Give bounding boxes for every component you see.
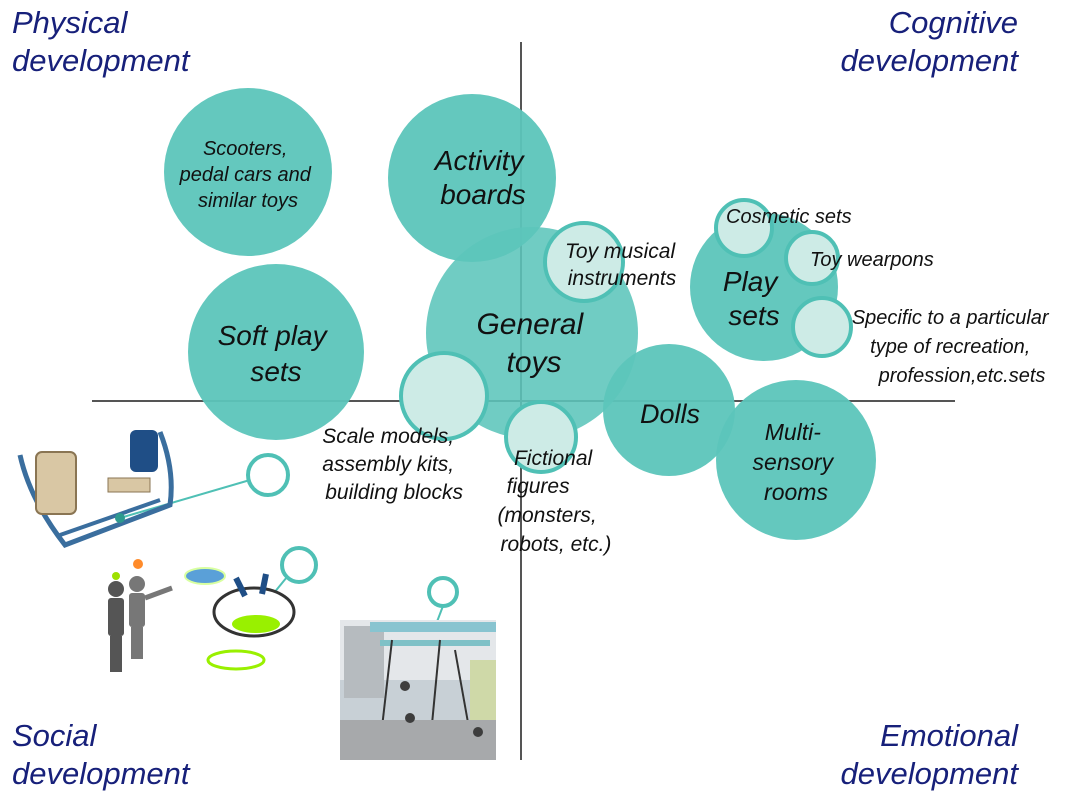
scooters-line-3: similar toys: [198, 190, 298, 212]
fictional-line-3: (monsters,: [497, 504, 596, 527]
label-dolls: Dolls: [640, 399, 700, 429]
musical-line-2: instruments: [568, 267, 677, 290]
general-line-1: General: [476, 308, 584, 341]
specific-line-3: profession,etc.sets: [878, 365, 1046, 387]
pointer-line-seesaw: [119, 479, 251, 519]
multisensory-line-2: sensory: [753, 449, 835, 475]
label-cosmetic: Cosmetic sets: [726, 206, 852, 228]
emotional-line-2: development: [840, 756, 1018, 791]
physical-line-2: development: [12, 43, 190, 78]
ring-fictional: [504, 400, 578, 474]
label-toy-musical: Toy musical instruments: [565, 240, 681, 290]
label-multisensory: Multi- sensory rooms: [753, 419, 840, 505]
specific-line-1: Specific to a particular: [852, 307, 1050, 329]
fictional-line-2: figures: [507, 475, 571, 498]
fictional-line-1: Fictional: [514, 447, 594, 470]
ring-seesaw-pointer: [246, 453, 290, 497]
softplay-line-2: sets: [250, 356, 301, 387]
scale-line-1: Scale models,: [322, 425, 454, 448]
softplay-line-1: Soft play: [218, 320, 329, 351]
ring-children-pointer: [280, 546, 318, 584]
cognitive-line-2: development: [840, 43, 1018, 78]
ring-specific: [791, 296, 853, 358]
ring-cosmetic: [714, 198, 774, 258]
label-toy-weapons: Toy wearpons: [810, 249, 934, 271]
physical-line-1: Physical: [12, 5, 128, 40]
ring-scale-models: [399, 351, 489, 441]
playsets-line-2: sets: [728, 300, 779, 331]
multisensory-line-1: Multi-: [765, 419, 822, 445]
bubble-multisensory: [716, 380, 876, 540]
activity-line-1: Activity: [433, 145, 526, 176]
emotional-line-1: Emotional: [880, 718, 1018, 753]
scooters-line-2: pedal cars and: [179, 164, 312, 186]
label-general-toys: General toys: [476, 308, 591, 379]
ring-toy-musical: [543, 221, 625, 303]
ring-swing-pointer: [427, 576, 459, 608]
multisensory-line-3: rooms: [764, 479, 828, 505]
scale-line-2: assembly kits,: [322, 453, 454, 476]
bubble-dolls: [603, 344, 735, 476]
label-play-sets: Play sets: [723, 266, 785, 331]
scooters-line-1: Scooters,: [203, 138, 287, 160]
label-scale-models: Scale models, assembly kits, building bl…: [322, 425, 463, 504]
scale-line-3: building blocks: [325, 481, 463, 504]
fictional-line-4: robots, etc.): [501, 533, 612, 556]
playsets-line-1: Play: [723, 266, 779, 297]
musical-line-1: Toy musical: [565, 240, 676, 263]
label-fictional: Fictional figures (monsters, robots, etc…: [497, 447, 611, 556]
bubble-scooters: [164, 88, 332, 256]
physical-development-label: Physical development: [12, 4, 190, 80]
cognitive-line-1: Cognitive: [888, 5, 1018, 40]
general-line-2: toys: [506, 346, 561, 379]
specific-line-2: type of recreation,: [870, 336, 1030, 358]
swing-park-photo: [340, 620, 496, 760]
label-specific: Specific to a particular type of recreat…: [852, 307, 1054, 387]
cognitive-development-label: Cognitive development: [840, 4, 1018, 80]
label-soft-play: Soft play sets: [218, 320, 335, 387]
label-scooters: Scooters, pedal cars and similar toys: [179, 138, 317, 212]
label-activity-boards: Activity boards: [433, 145, 531, 210]
social-line-2: development: [12, 756, 190, 791]
emotional-development-label: Emotional development: [840, 717, 1018, 793]
bubble-soft-play: [188, 264, 364, 440]
activity-line-2: boards: [440, 179, 526, 210]
pointing-children-illustration: [108, 559, 296, 672]
seesaw-illustration: [17, 430, 174, 548]
social-line-1: Social: [12, 718, 97, 753]
bubble-activity-boards: [388, 94, 556, 262]
social-development-label: Social development: [12, 717, 190, 793]
ring-toy-weapons: [784, 230, 840, 286]
